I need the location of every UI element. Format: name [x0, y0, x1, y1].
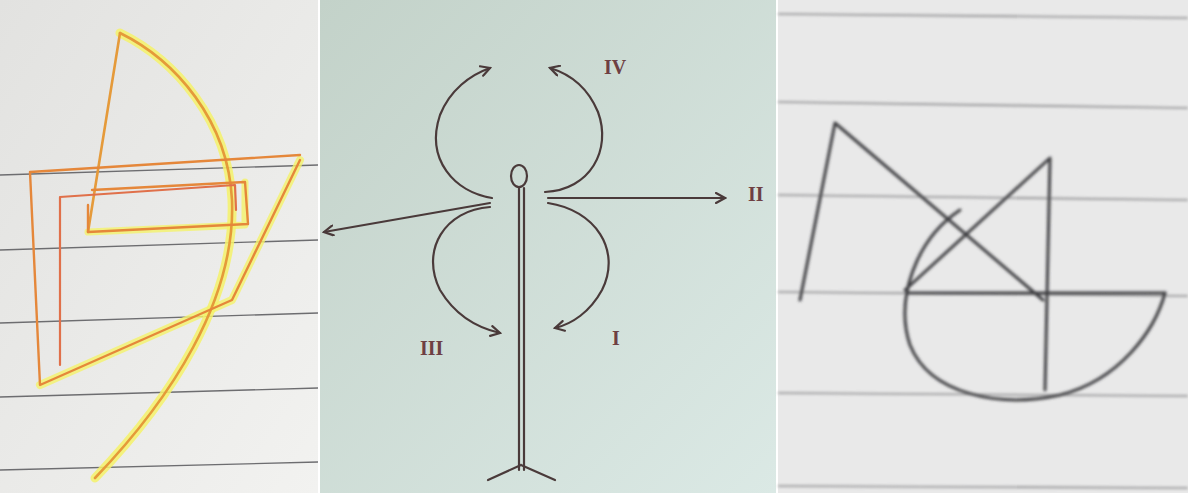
inner-rectangle: [88, 182, 248, 232]
arc-stroke: [95, 33, 232, 478]
figure-body: [518, 188, 520, 470]
ruled-lines: [0, 165, 318, 470]
curved-arrow: [548, 203, 609, 328]
vertical-stroke: [88, 33, 120, 232]
blurred-sketch: [778, 14, 1188, 488]
stick-figure: [488, 165, 555, 480]
ruled-line: [778, 486, 1188, 488]
pencil-arc: [905, 210, 1165, 400]
ruled-line: [0, 462, 318, 470]
straight-arrow: [324, 203, 490, 232]
highlighted-sketch: [30, 33, 300, 478]
curved-arrow: [545, 68, 602, 192]
paper-background: [320, 0, 776, 493]
rotation-arrows: [324, 68, 725, 333]
ruled-lines: [778, 14, 1188, 488]
inner-shape: [60, 185, 236, 365]
ruled-line: [778, 14, 1188, 18]
figure-body: [523, 188, 525, 470]
pencil-stroke: [905, 158, 1050, 390]
paper-background: [778, 0, 1188, 493]
roman-numeral-label: IV: [604, 57, 626, 77]
figure-legs: [488, 465, 555, 480]
roman-numeral-label: II: [748, 184, 764, 204]
paper-background: [0, 0, 318, 493]
outer-shape: [30, 155, 300, 385]
ruled-line: [0, 313, 318, 323]
figure-head: [511, 165, 527, 187]
highlight-stroke: [95, 33, 232, 478]
curved-arrow: [436, 68, 492, 198]
roman-numeral-label: III: [420, 338, 443, 358]
highlight-stroke: [40, 160, 300, 385]
ruled-line: [778, 102, 1188, 108]
straight-arrow: [548, 197, 725, 199]
ruled-line: [778, 292, 1188, 296]
ruled-line: [0, 240, 318, 250]
pencil-stroke: [908, 292, 1165, 295]
pencil-drawing: [800, 123, 1165, 400]
curved-arrow: [433, 207, 500, 333]
roman-numeral-label: I: [612, 328, 620, 348]
ruled-line: [778, 195, 1188, 200]
